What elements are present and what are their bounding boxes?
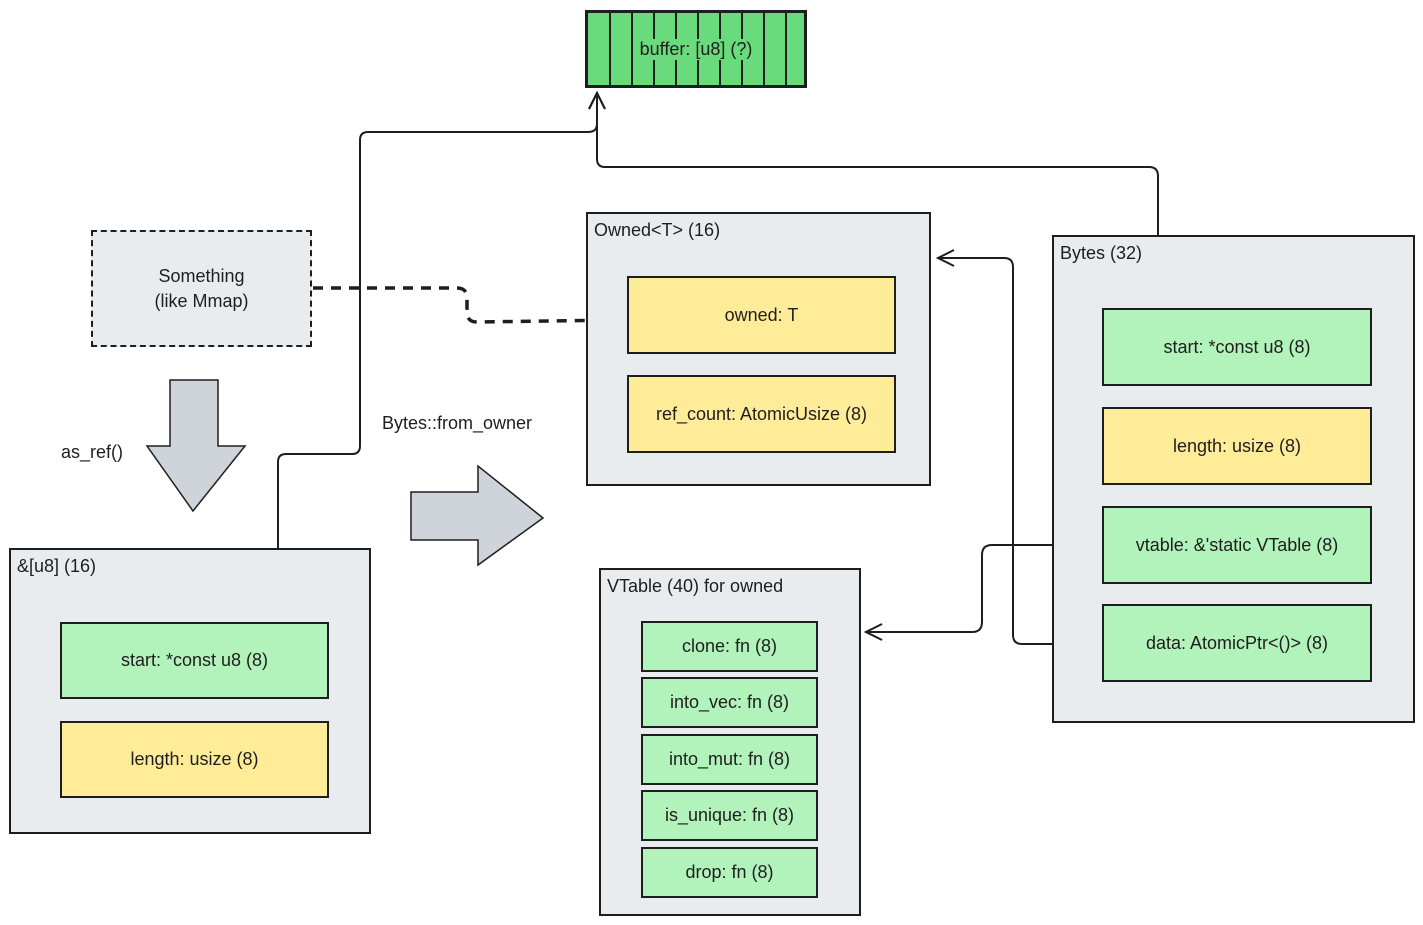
vtable-pointer-arrow (866, 544, 1100, 632)
vtable-frame-title: VTable (40) for owned (607, 576, 784, 596)
owned-frame-title: Owned<T> (16) (594, 220, 721, 240)
as-ref-arrow (145, 379, 247, 513)
something-to-owned-arrow (313, 286, 623, 322)
something-box: Something (like Mmap) (91, 230, 312, 347)
bytes-start-field: start: *const u8 (8) (1102, 308, 1372, 386)
bytes-length-field: length: usize (8) (1102, 407, 1372, 485)
as-ref-label: as_ref() (61, 442, 124, 462)
vtable-into-mut-field: into_mut: fn (8) (641, 734, 818, 785)
ref-count-field: ref_count: AtomicUsize (8) (627, 375, 896, 453)
bytes-data-field: data: AtomicPtr<()> (8) (1102, 604, 1372, 682)
bytes-start-to-buffer-arrow (597, 93, 1159, 305)
bytes-frame-title: Bytes (32) (1060, 243, 1143, 263)
vtable-drop-field: drop: fn (8) (641, 847, 818, 898)
slice-start-field: start: *const u8 (8) (60, 622, 329, 699)
slice-length-field: length: usize (8) (60, 721, 329, 798)
from-owner-arrow (410, 464, 545, 567)
data-pointer-arrow (938, 258, 1100, 645)
vtable-clone-field: clone: fn (8) (641, 621, 818, 672)
something-line2: (like Mmap) (154, 290, 249, 311)
bytes-vtable-field: vtable: &'static VTable (8) (1102, 506, 1372, 584)
vtable-into-vec-field: into_vec: fn (8) (641, 677, 818, 728)
from-owner-label: Bytes::from_owner (382, 413, 533, 433)
vtable-is-unique-field: is_unique: fn (8) (641, 790, 818, 841)
buffer-box: buffer: [u8] (?) (585, 10, 807, 88)
buffer-label: buffer: [u8] (?) (635, 38, 757, 60)
owned-t-field: owned: T (627, 276, 896, 354)
something-line1: Something (158, 265, 245, 286)
slice-frame-title: &[u8] (16) (17, 556, 97, 576)
slice-start-to-buffer-arrow (277, 93, 597, 616)
